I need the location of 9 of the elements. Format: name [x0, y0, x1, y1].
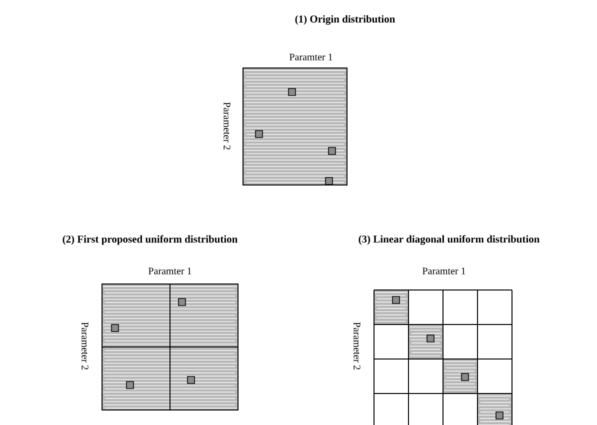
- panel-title: (1) Origin distribution: [295, 15, 396, 25]
- axis-label: Paramter 1: [148, 268, 192, 274]
- axis-label: Paramter 1: [422, 268, 466, 274]
- panel-title: (2) First proposed uniform distribution: [62, 235, 238, 245]
- axis-label: Parameter 2: [224, 102, 230, 150]
- panel-title: (3) Linear diagonal uniform distribution: [358, 235, 540, 245]
- axis-label: Parameter 2: [82, 322, 88, 370]
- axis-label: Paramter 1: [290, 54, 332, 60]
- axis-label: Parameter 2: [354, 322, 360, 370]
